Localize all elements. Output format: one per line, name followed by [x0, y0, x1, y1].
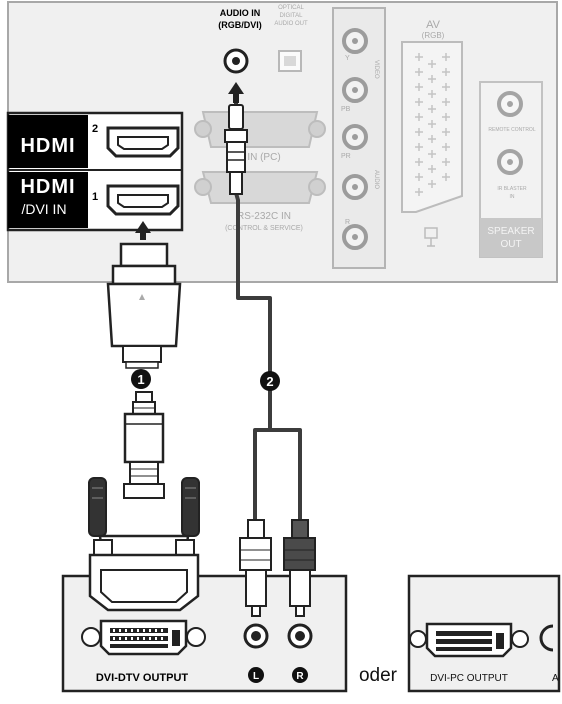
component-pr-label: PR	[341, 153, 351, 160]
av-rgb-scart-port: AV (RGB)	[401, 19, 463, 247]
rs232c-label: RS-232C IN	[237, 211, 291, 222]
component-jacks	[342, 28, 368, 250]
hdmi-1-dvi-in-label: /DVI IN	[21, 201, 66, 217]
audio-plug-left-white	[239, 519, 272, 617]
digital-label: DIGITAL	[280, 13, 304, 19]
separator-oder: oder	[359, 665, 398, 686]
dvi-plug	[88, 477, 200, 612]
hdmi-2-logo: HDMI	[20, 135, 75, 157]
component-y-label: Y	[345, 55, 350, 62]
step-1-number: 1	[137, 372, 144, 387]
rgb-in-pc-label: IN (PC)	[247, 152, 280, 163]
scart-pin-column-middle	[428, 60, 436, 188]
rs232c-sub-label: (CONTROL & SERVICE)	[225, 225, 303, 232]
ir-blaster-label: IR BLASTER	[497, 186, 527, 192]
component-input-block: Y PB PR R VIDEO AUDIO	[332, 7, 386, 269]
hdmi-input-block: HDMI HDMI /DVI IN 2 1	[6, 111, 184, 232]
scart-pin-column-right	[442, 53, 450, 181]
step-1-badge: 1	[131, 369, 151, 389]
pc-audio-partial-label: A	[552, 673, 559, 684]
optical-digital-audio-out-port: OPTICAL DIGITAL AUDIO OUT	[274, 5, 308, 72]
component-r-label: R	[345, 219, 350, 226]
hdmi-dvi-cable-body	[123, 391, 165, 499]
audio-plug-tv-end	[224, 104, 248, 195]
av-label: AV	[426, 19, 441, 31]
service-ports-block: REMOTE CONTROL IR BLASTER IN SPEAKER OUT	[479, 81, 543, 258]
audio-left-label: L	[253, 671, 259, 682]
component-video-label: VIDEO	[373, 60, 379, 79]
audio-in-label: AUDIO IN	[220, 8, 261, 18]
optical-label: OPTICAL	[278, 5, 304, 11]
speaker-out-label: SPEAKER	[487, 226, 534, 237]
ir-blaster-sub-label: IN	[510, 194, 515, 200]
hdmi-plug	[106, 242, 182, 369]
audio-right-label: R	[296, 671, 304, 682]
hdmi-cable-arrow-icon	[135, 221, 151, 240]
speaker-out-sub-label: OUT	[500, 239, 521, 250]
pc-device-panel: DVI-PC OUTPUT A	[407, 574, 561, 693]
audio-cable-arrow-icon	[228, 82, 244, 103]
audio-out-label: AUDIO OUT	[274, 21, 308, 27]
hdmi-1-logo: HDMI	[20, 176, 75, 198]
hdmi-port-2-number: 2	[92, 123, 98, 135]
audio-in-sub-label: (RGB/DVI)	[218, 20, 262, 30]
hdmi-1-port	[106, 184, 180, 216]
av-rgb-label: (RGB)	[422, 31, 445, 40]
component-pb-label: PB	[341, 106, 351, 113]
remote-control-label: REMOTE CONTROL	[488, 127, 535, 133]
dvi-pc-output-label: DVI-PC OUTPUT	[430, 673, 508, 684]
audio-plug-right-red	[283, 519, 316, 617]
step-2-number: 2	[266, 374, 273, 389]
step-2-badge: 2	[260, 371, 280, 391]
audio-right-jack: R	[287, 623, 313, 683]
component-audio-label: AUDIO	[373, 170, 379, 189]
audio-left-jack: L	[243, 623, 269, 683]
dvi-dtv-output-label: DVI-DTV OUTPUT	[96, 672, 189, 684]
scart-pin-column-left	[415, 53, 423, 196]
audio-in-rgb-dvi-port: AUDIO IN (RGB/DVI)	[218, 8, 262, 74]
scart-ground-icon	[424, 227, 438, 247]
hdmi-port-1-number: 1	[92, 191, 98, 203]
hdmi-2-port	[106, 126, 180, 158]
dvi-dtv-output-port: DVI-DTV OUTPUT	[81, 619, 206, 684]
